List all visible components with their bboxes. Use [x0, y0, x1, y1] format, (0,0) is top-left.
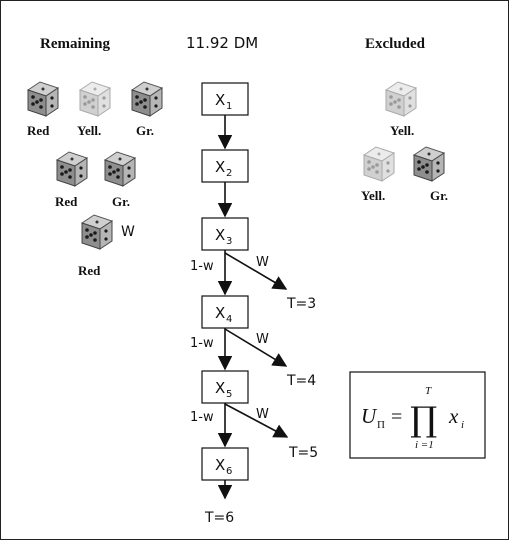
label-yellow: Yell.	[77, 123, 101, 138]
die-green-icon	[104, 151, 136, 187]
label-red: Red	[55, 194, 78, 209]
node-x2-subscript: 2	[226, 168, 232, 179]
formula-product-symbol: ∏	[410, 400, 437, 440]
die-red-icon	[81, 214, 113, 250]
exit-probability-label: W	[256, 255, 269, 270]
label-yellow: Yell.	[390, 123, 414, 138]
remaining-heading: Remaining	[40, 36, 111, 52]
exit-arrow-x5	[224, 403, 289, 438]
stay-probability-label: 1-w	[190, 259, 214, 274]
die-green-icon	[131, 81, 163, 117]
terminal-label: T=4	[286, 373, 316, 389]
formula-lhs: U	[361, 404, 378, 428]
formula-lhs-subscript: Π	[377, 419, 385, 431]
node-x6-subscript: 6	[226, 466, 232, 477]
terminal-label: T=6	[204, 510, 234, 526]
formula-lower-limit: i =1	[415, 439, 434, 451]
node-x4-subscript: 4	[226, 314, 232, 325]
node-x1-label: X	[215, 91, 225, 109]
node-x3-label: X	[215, 226, 225, 244]
exit-arrow-x3	[224, 252, 288, 290]
label-w: W	[121, 224, 135, 240]
node-x4-label: X	[215, 304, 225, 322]
node-x2-label: X	[215, 158, 225, 176]
label-green: Gr.	[112, 194, 130, 209]
node-x1-subscript: 1	[226, 101, 232, 112]
die-yellow-icon	[79, 81, 111, 117]
terminal-label: T=5	[288, 445, 318, 461]
terminal-label: T=3	[286, 296, 316, 312]
exit-probability-label: W	[256, 332, 269, 347]
label-red: Red	[78, 263, 101, 278]
node-x3-subscript: 3	[226, 236, 232, 247]
formula-equals: =	[391, 406, 402, 428]
formula-term: x	[448, 404, 459, 428]
node-x5	[201, 370, 249, 404]
label-green: Gr.	[136, 123, 154, 138]
label-yellow: Yell.	[361, 188, 385, 203]
stay-probability-label: 1-w	[190, 410, 214, 425]
stay-probability-label: 1-w	[190, 336, 214, 351]
exit-arrow-x4	[224, 328, 288, 367]
die-yellow-icon	[385, 81, 417, 117]
node-x1	[201, 82, 249, 116]
die-green-icon	[413, 146, 445, 182]
node-x5-label: X	[215, 379, 225, 397]
node-x3	[201, 217, 249, 251]
formula-term-subscript: i	[461, 419, 464, 431]
formula-box	[349, 371, 486, 459]
node-x5-subscript: 5	[226, 389, 232, 400]
excluded-heading: Excluded	[365, 36, 426, 52]
label-red: Red	[27, 123, 50, 138]
exit-probability-label: W	[256, 407, 269, 422]
node-x6-label: X	[215, 456, 225, 474]
formula-upper-limit: T	[425, 385, 432, 397]
die-red-icon	[56, 151, 88, 187]
amount-heading: 11.92 DM	[186, 34, 258, 52]
die-red-icon	[27, 81, 59, 117]
die-yellow-icon	[363, 146, 395, 182]
label-green: Gr.	[430, 188, 448, 203]
